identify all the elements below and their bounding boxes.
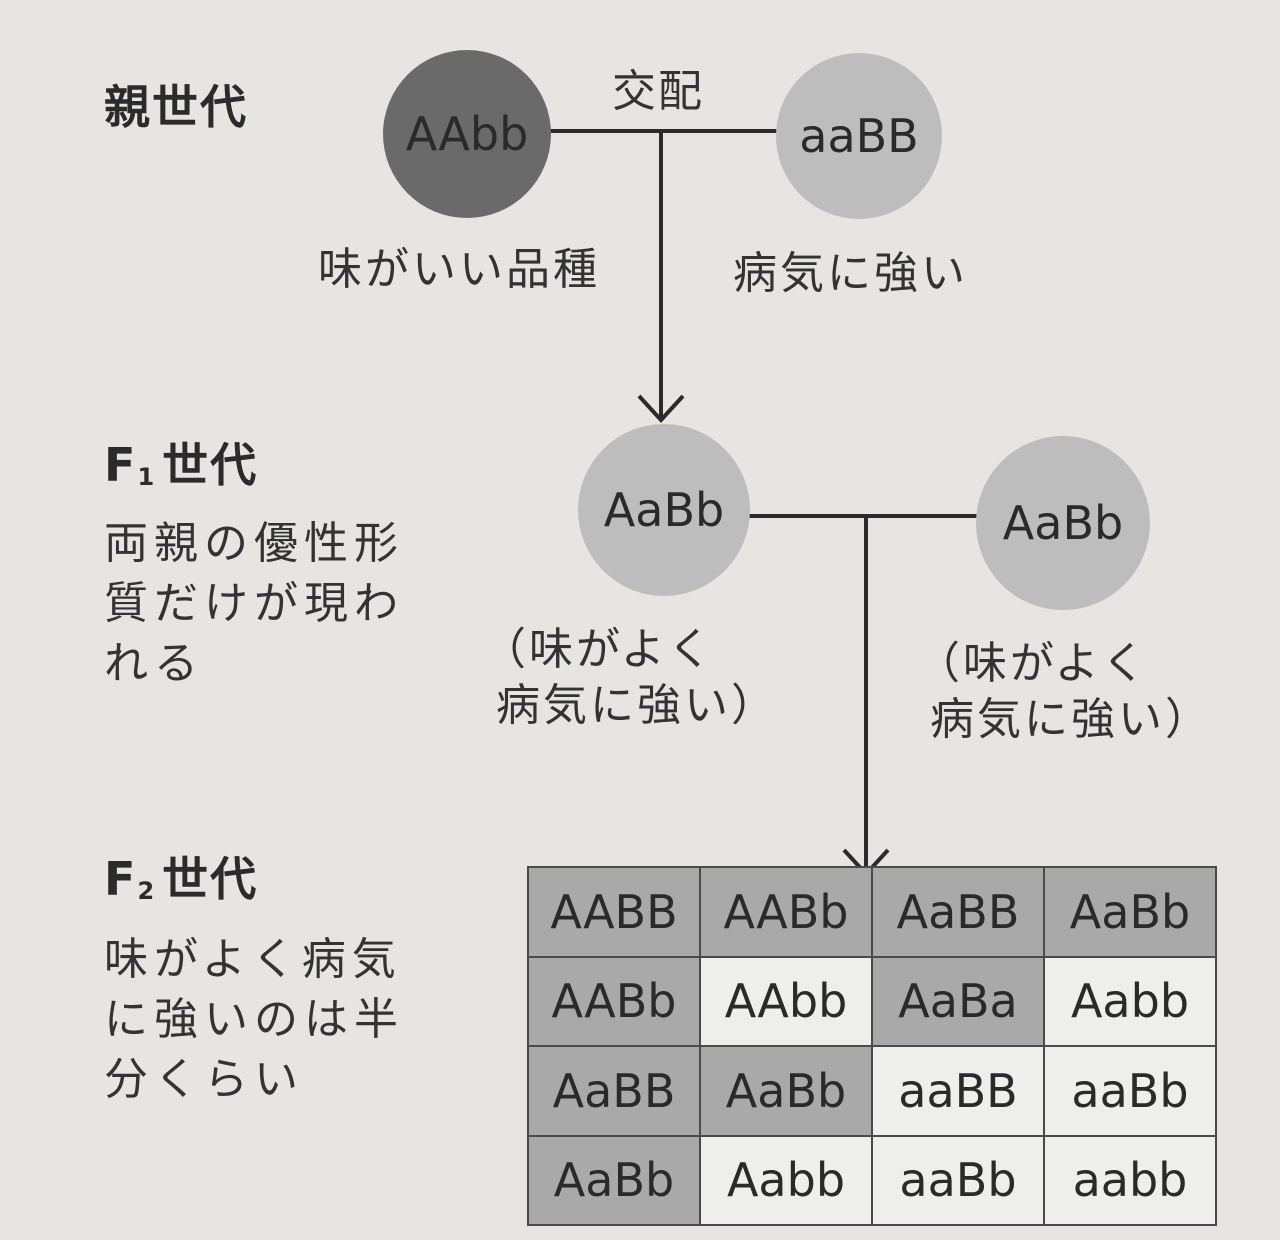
punnett-cell: AaBB [871, 866, 1045, 958]
parent-left-circle: AAbb [383, 50, 551, 218]
f1-label-suffix: 世代 [162, 438, 259, 492]
punnett-cell: AaBb [1043, 866, 1217, 958]
punnett-cell: aaBB [871, 1045, 1045, 1137]
f2-description: 味がよく病気に強いのは半分くらい [104, 934, 404, 1105]
f1-right-note: （味がよく 病気に強い） [916, 636, 1212, 748]
punnett-cell: AABb [699, 866, 873, 958]
punnett-cell: AAbb [699, 955, 873, 1047]
f1-label-prefix: F [104, 438, 138, 492]
f1-left-note-line1: （味がよく [482, 624, 715, 675]
f1-description: 両親の優性形質だけが現われる [104, 518, 404, 689]
f1-left-circle: AaBb [578, 424, 750, 596]
parent-generation-label: 親世代 [104, 80, 248, 134]
f2-label-suffix: 世代 [162, 852, 259, 906]
punnett-cell: AaBB [527, 1045, 701, 1137]
f1-right-circle: AaBb [976, 436, 1150, 610]
punnett-cell: aabb [1043, 1134, 1217, 1226]
f2-label-sub: 2 [137, 877, 157, 905]
f1-arrowhead [637, 394, 685, 423]
f1-right-note-line1: （味がよく [916, 638, 1149, 689]
punnett-cell: AaBb [527, 1134, 701, 1226]
punnett-cell: Aabb [1043, 955, 1217, 1047]
punnett-cell: aaBb [1043, 1045, 1217, 1137]
punnett-cell: aaBb [871, 1134, 1045, 1226]
parent-right-note: 病気に強い [733, 248, 968, 299]
f1-left-genotype: AaBb [603, 483, 725, 537]
f2-label-prefix: F [104, 852, 138, 906]
f1-right-genotype: AaBb [1002, 496, 1124, 550]
punnett-cell: AaBb [699, 1045, 873, 1137]
f1-label-sub: 1 [137, 463, 157, 491]
parent-left-genotype: AAbb [405, 107, 529, 161]
parent-left-note: 味がいい品種 [318, 244, 600, 295]
parent-right-genotype: aaBB [799, 109, 919, 163]
f1-left-note-line2: 病気に強い） [496, 680, 778, 731]
punnett-cell: AaBa [871, 955, 1045, 1047]
parent-right-circle: aaBB [776, 53, 942, 219]
cross-label: 交配 [612, 66, 704, 117]
punnett-cell: AABB [527, 866, 701, 958]
f1-right-note-line2: 病気に強い） [930, 694, 1212, 745]
punnett-cell: AABb [527, 955, 701, 1047]
punnett-cell: Aabb [699, 1134, 873, 1226]
f1-left-note: （味がよく 病気に強い） [482, 622, 778, 734]
